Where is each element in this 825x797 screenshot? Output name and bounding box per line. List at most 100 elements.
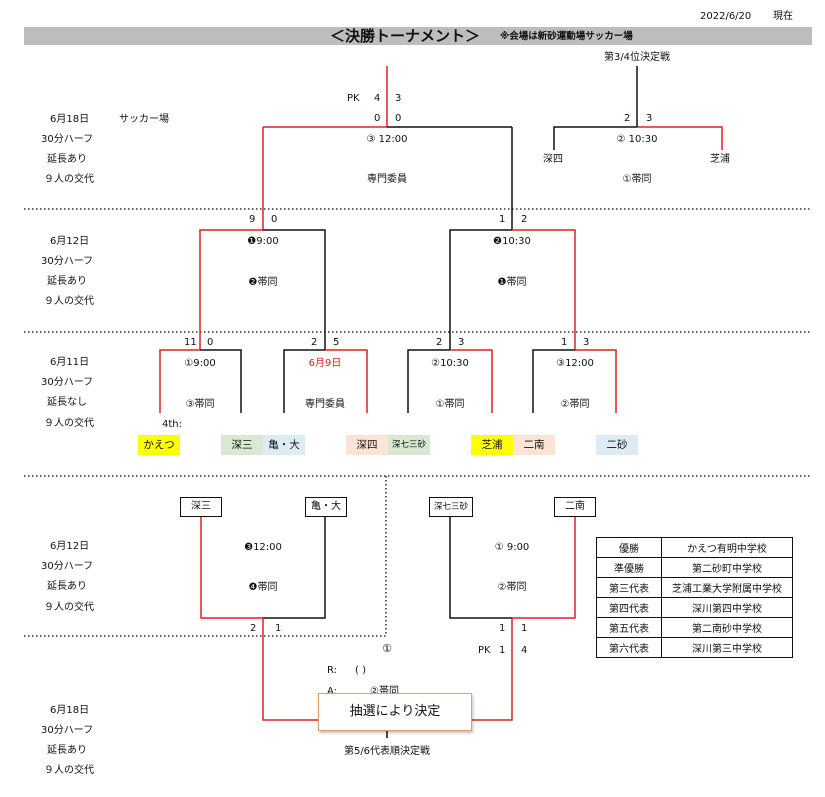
round-half: 30分ハーフ [41,256,94,267]
round-sub: ９人の交代 [44,765,94,776]
match-time: ③ 12:00 [366,134,408,145]
match-time: ②10:30 [431,358,469,369]
round-date: 6月12日 [50,541,90,552]
round-extra: 延長あり [47,154,87,165]
table-row: 第五代表第二南砂中学校 [596,617,793,638]
match-referee: ❶帯同 [497,277,527,288]
match-time: ①9:00 [184,358,216,369]
date-label: 2022/6/20 [700,11,752,22]
match-time: ❷10:30 [493,236,531,247]
title-bar [24,27,812,45]
score-left: 2 [250,623,257,634]
lottery-callout: 抽選により決定 [318,693,472,731]
table-row: 第三代表芝浦工業大学附属中学校 [596,577,793,598]
rank-cell: 第四代表 [596,597,662,618]
referee-value: ( ) [355,665,366,676]
round-date: 6月12日 [50,236,90,247]
placement-title: 第5/6代表順決定戦 [343,746,431,757]
round-extra: 延長あり [47,745,87,756]
round-date: 6月18日 [50,114,90,125]
round-sub: ９人の交代 [44,296,94,307]
assistant-label: A: [327,686,338,697]
school-fukayon: 深四 [346,435,388,455]
pk-label: PK [347,93,360,104]
school-fukasan: 深三 [221,435,263,455]
assistant-value: ②帯同 [370,686,399,697]
match-time: 6月9日 [308,358,342,369]
school-fukanana: 深七三砂 [388,435,430,455]
match-referee: ②帯同 [497,582,527,593]
match-referee: ①帯同 [435,399,465,410]
score-right: 0 [271,214,278,225]
score-right: 3 [583,337,590,348]
score-right: 1 [521,623,528,634]
school-cell: 深川第三中学校 [661,637,793,658]
score-left: 9 [249,214,256,225]
consolation-team-box: 二南 [554,497,596,517]
match-number: ① [382,642,392,655]
round-date: 6月18日 [50,705,90,716]
match-time: ❸12:00 [244,542,282,553]
round-extra: 延長あり [47,581,87,592]
score-left: 0 [374,113,381,124]
status-label: 現在 [773,11,793,22]
school-cell: 第二南砂中学校 [661,617,793,638]
team-right: 芝浦 [710,154,730,165]
round-half: 30分ハーフ [41,725,94,736]
score-left: 1 [499,214,506,225]
consolation-team-box: 深三 [180,497,222,517]
team-left: 深四 [543,154,563,165]
round-half: 30分ハーフ [41,377,94,388]
score-left: 1 [561,337,568,348]
school-kamedai: 亀・大 [263,435,305,455]
page-title: ＜決勝トーナメント＞ [330,27,481,45]
round-half: 30分ハーフ [41,561,94,572]
score-left: 2 [624,113,631,124]
round-extra: 延長あり [47,276,87,287]
results-table: 優勝かえつ有明中学校 準優勝第二砂町中学校 第三代表芝浦工業大学附属中学校 第四… [596,537,793,658]
match-referee: ❷帯同 [248,277,278,288]
pk-score-left: 1 [499,645,506,656]
table-row: 優勝かえつ有明中学校 [596,537,793,558]
pk-label: PK [478,645,491,656]
match-referee: ②帯同 [560,399,590,410]
round-sub: ９人の交代 [44,174,94,185]
match-referee: 専門委員 [305,399,345,410]
rank-cell: 第三代表 [596,577,662,598]
school-shibaura: 芝浦 [471,435,513,455]
match-referee: ③帯同 [185,399,215,410]
round-half: 30分ハーフ [41,134,94,145]
rank-cell: 第五代表 [596,617,662,638]
score-left: 2 [436,337,443,348]
score-left: 2 [311,337,318,348]
school-cell: 深川第四中学校 [661,597,793,618]
match-time: ② 10:30 [616,134,658,145]
third-place-title: 第3/4位決定戦 [603,52,671,63]
rank-cell: 優勝 [596,537,662,558]
school-cell: かえつ有明中学校 [661,537,793,558]
school-ninan: 二南 [513,435,555,455]
match-time: ❶9:00 [247,236,279,247]
school-cell: 芝浦工業大学附属中学校 [661,577,793,598]
score-right: 0 [395,113,402,124]
score-right: 1 [275,623,282,634]
score-right: 0 [207,337,214,348]
rank-cell: 第六代表 [596,637,662,658]
pk-score-left: 4 [374,93,381,104]
score-left: 1 [499,623,506,634]
round-venue: サッカー場 [119,114,169,125]
score-right: 2 [521,214,528,225]
match-referee: ❹帯同 [248,582,278,593]
round-date: 6月11日 [50,357,90,368]
match-time: ① 9:00 [494,542,530,553]
match-referee: 専門委員 [367,174,407,185]
pk-score-right: 4 [521,645,528,656]
rank-cell: 準優勝 [596,557,662,578]
fourth-label: 4th: [162,419,182,430]
pk-score-right: 3 [395,93,402,104]
score-left: 11 [184,337,197,348]
round-sub: ９人の交代 [44,602,94,613]
score-right: 5 [333,337,340,348]
round-sub: ９人の交代 [44,418,94,429]
